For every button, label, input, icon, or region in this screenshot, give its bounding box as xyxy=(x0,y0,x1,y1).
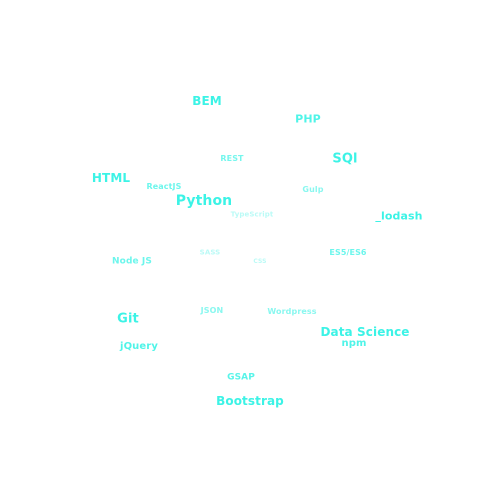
word-git: Git xyxy=(117,311,139,327)
word-npm: npm xyxy=(341,338,367,349)
word-sass: SASS xyxy=(199,248,221,257)
word-wordpress: Wordpress xyxy=(267,307,317,316)
word-es5-es6: ES5/ES6 xyxy=(329,248,367,257)
word-lodash: _lodash xyxy=(375,209,423,223)
word-reactjs: ReactJS xyxy=(146,182,182,191)
word-data-science: Data Science xyxy=(320,325,410,339)
word-php: PHP xyxy=(295,112,321,126)
word-bem: BEM xyxy=(192,94,222,108)
word-html: HTML xyxy=(91,171,131,185)
word-gulp: Gulp xyxy=(302,185,324,194)
word-jquery: jQuery xyxy=(120,341,158,352)
word-bootstrap: Bootstrap xyxy=(216,394,284,408)
word-node-js: Node JS xyxy=(112,256,152,267)
word-sql: SQl xyxy=(332,151,358,167)
word-json: JSON xyxy=(200,306,224,315)
word-typescript: TypeScript xyxy=(230,210,274,219)
word-css: CSS xyxy=(253,258,267,265)
word-python: Python xyxy=(175,193,233,209)
word-rest: REST xyxy=(220,154,244,163)
word-gsap: GSAP xyxy=(227,372,255,383)
